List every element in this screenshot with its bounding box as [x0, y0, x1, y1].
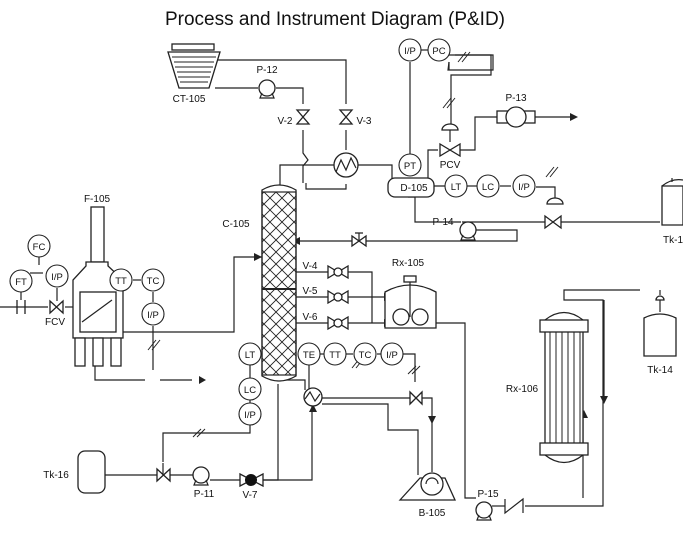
instrument-ip-fcv[interactable]: I/P: [45, 264, 69, 288]
tk-14-label: Tk-14: [647, 365, 673, 376]
b-105-blower[interactable]: [398, 472, 457, 501]
tk-1-tank[interactable]: [661, 178, 683, 226]
instrument-tt-column[interactable]: TT: [323, 342, 347, 366]
d-105-label: D-105: [400, 183, 428, 194]
f-105-label: F-105: [84, 194, 111, 205]
svg-text:I/P: I/P: [244, 410, 256, 421]
tk-16-label: Tk-16: [43, 470, 69, 481]
reflux-valve[interactable]: [351, 232, 367, 248]
reboiler-exchanger[interactable]: [303, 387, 323, 407]
instrument-fc[interactable]: FC: [27, 234, 51, 258]
rx-105-label: Rx-105: [392, 258, 425, 269]
p-14-pump[interactable]: [459, 221, 477, 241]
svg-text:TE: TE: [303, 350, 315, 361]
c-105-column[interactable]: [261, 184, 297, 382]
instrument-tc-column[interactable]: TC: [353, 342, 377, 366]
svg-text:LC: LC: [482, 182, 494, 193]
v-4-label: V-4: [302, 261, 317, 272]
instrument-ft[interactable]: FT: [9, 269, 33, 293]
fcv-valve[interactable]: [49, 299, 64, 315]
orifice-plate: [16, 300, 26, 314]
pcv-label: PCV: [440, 160, 461, 171]
instrument-lc-d105[interactable]: LC: [476, 174, 500, 198]
pcv-valve[interactable]: [439, 123, 461, 158]
svg-text:FC: FC: [33, 242, 46, 253]
signal-lines: [20, 49, 556, 462]
v-3-valve[interactable]: [338, 109, 354, 125]
rx-106-label: Rx-106: [506, 384, 539, 395]
instrument-ip-top[interactable]: I/P: [398, 38, 422, 62]
svg-text:I/P: I/P: [386, 350, 398, 361]
check-valve[interactable]: [504, 497, 524, 515]
svg-text:TT: TT: [115, 276, 127, 287]
v-2-valve[interactable]: [295, 109, 311, 125]
instrument-lc-column[interactable]: LC: [238, 377, 262, 401]
p-15-pump[interactable]: [475, 501, 493, 521]
instrument-ip-d105[interactable]: I/P: [512, 174, 536, 198]
v-2-label: V-2: [277, 116, 292, 127]
b-105-label: B-105: [419, 508, 446, 519]
ct-105-cooling-tower[interactable]: [167, 43, 221, 89]
diagram-title: Process and Instrument Diagram (P&ID): [165, 9, 505, 30]
c-105-label: C-105: [222, 219, 250, 230]
tk-14-tank[interactable]: [643, 295, 677, 357]
v-6-valve[interactable]: [327, 315, 349, 331]
svg-text:FT: FT: [15, 277, 27, 288]
svg-text:LT: LT: [245, 350, 256, 361]
svg-text:TT: TT: [329, 350, 341, 361]
tk-16-tank[interactable]: [77, 450, 106, 494]
p-13-label: P-13: [505, 93, 527, 104]
tk-1-control-valve[interactable]: [544, 197, 564, 230]
fcv-label: FCV: [45, 317, 65, 328]
svg-text:PC: PC: [432, 46, 445, 57]
svg-text:TC: TC: [147, 276, 160, 287]
instrument-te[interactable]: TE: [297, 342, 321, 366]
v-4-valve[interactable]: [327, 264, 349, 280]
tk-1-label: Tk-1: [663, 235, 683, 246]
p-13-pump[interactable]: [496, 106, 536, 128]
instrument-ip-column[interactable]: I/P: [238, 402, 262, 426]
instrument-ip-reboiler[interactable]: I/P: [380, 342, 404, 366]
instrument-lt-column[interactable]: LT: [238, 342, 262, 366]
v-7-valve[interactable]: [239, 472, 264, 488]
instrument-pc-top[interactable]: PC: [427, 38, 451, 62]
p-15-label: P-15: [477, 489, 499, 500]
instrument-pt[interactable]: PT: [398, 153, 422, 177]
tk-16-control-valve[interactable]: [156, 463, 171, 483]
instrument-lt-d105[interactable]: LT: [444, 174, 468, 198]
p-11-label: P-11: [194, 489, 215, 500]
svg-text:I/P: I/P: [51, 272, 63, 283]
reboiler-valve[interactable]: [409, 390, 423, 406]
svg-text:I/P: I/P: [518, 182, 530, 193]
instrument-tc-furnace[interactable]: TC: [141, 268, 165, 292]
v-3-label: V-3: [356, 116, 371, 127]
v-7-label: V-7: [242, 490, 257, 501]
v-5-label: V-5: [302, 286, 317, 297]
rx-106-reactor[interactable]: [539, 311, 589, 464]
rx-105-reactor[interactable]: [384, 275, 437, 329]
p-12-label: P-12: [256, 65, 278, 76]
svg-text:TC: TC: [359, 350, 372, 361]
svg-text:LC: LC: [244, 385, 256, 396]
p-14-label: P-14: [432, 217, 454, 228]
p-12-pump[interactable]: [258, 79, 276, 99]
instrument-ip-furnace[interactable]: I/P: [141, 302, 165, 326]
d-105-drum[interactable]: [387, 177, 435, 198]
svg-text:I/P: I/P: [404, 46, 416, 57]
svg-text:LT: LT: [451, 182, 462, 193]
instrument-tt-furnace[interactable]: TT: [109, 268, 133, 292]
svg-text:PT: PT: [404, 161, 416, 172]
svg-text:I/P: I/P: [147, 310, 159, 321]
ct-105-label: CT-105: [173, 94, 206, 105]
v-5-valve[interactable]: [327, 289, 349, 305]
condenser-exchanger[interactable]: [333, 152, 359, 178]
p-11-pump[interactable]: [192, 466, 210, 486]
v-6-label: V-6: [302, 312, 317, 323]
